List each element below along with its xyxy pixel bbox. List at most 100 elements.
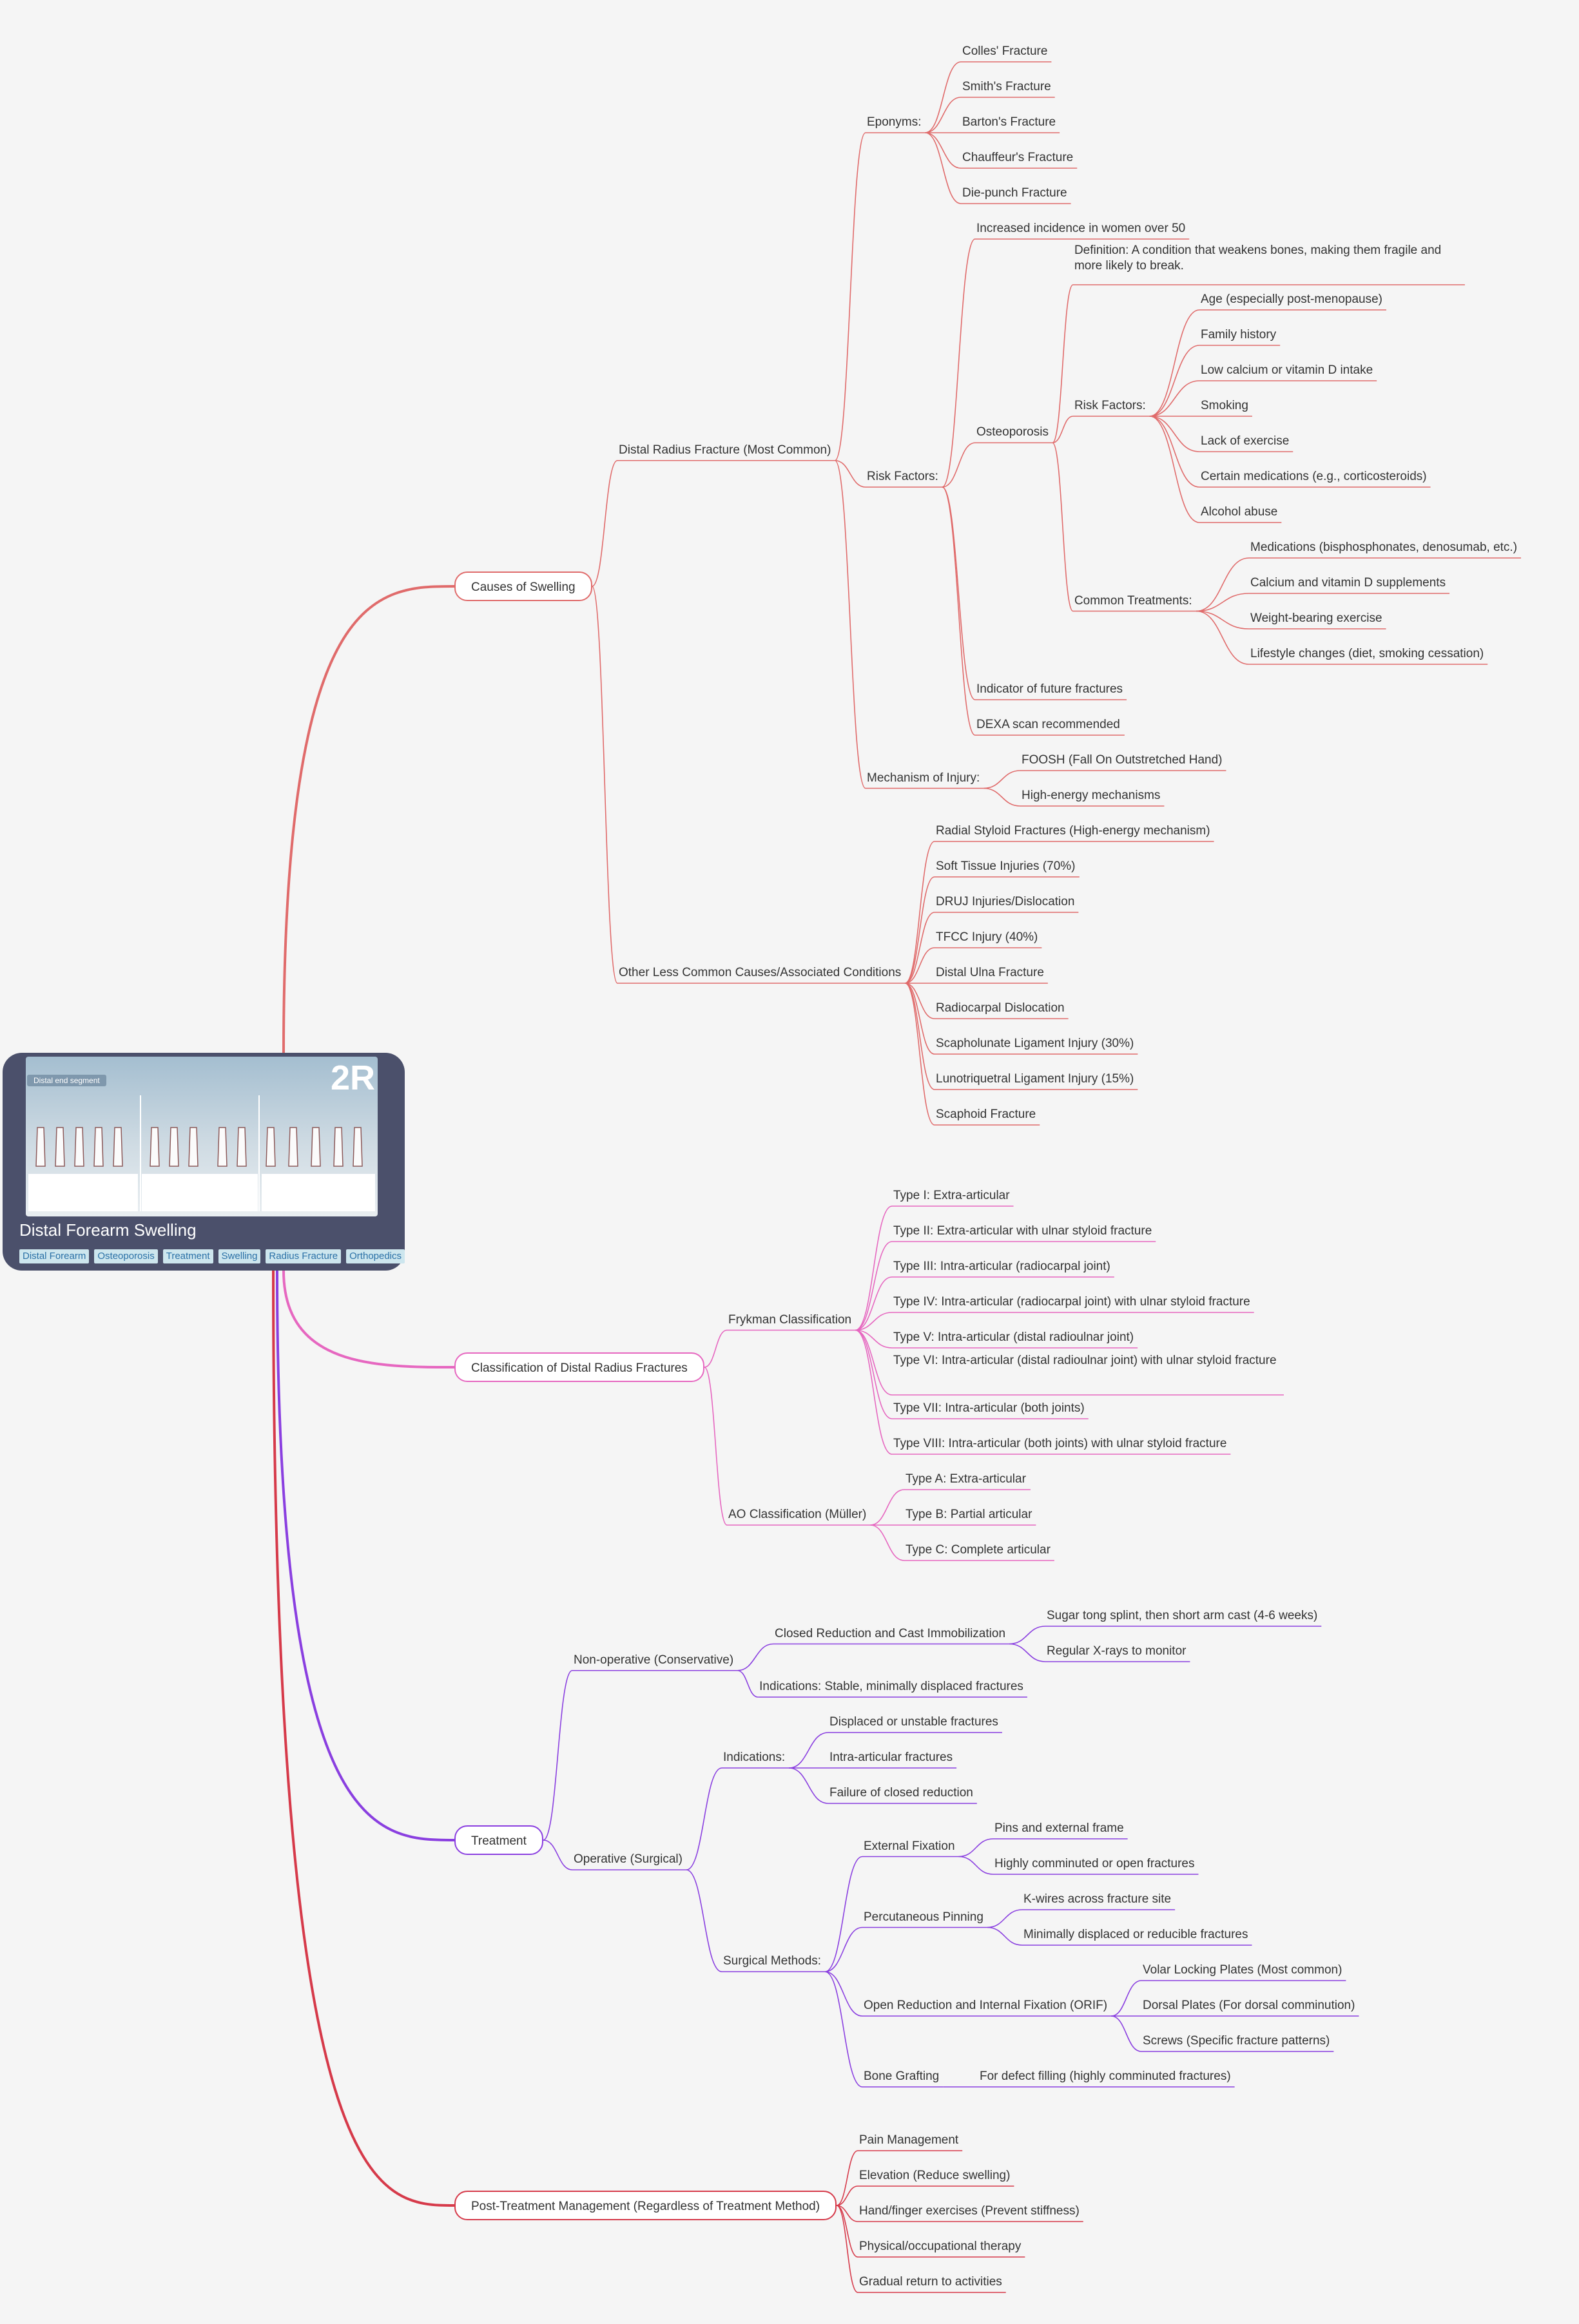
link-type-a-extra-articular <box>870 1489 905 1526</box>
node-scapholunate-ligament-injury-30[interactable]: Scapholunate Ligament Injury (30%) <box>936 1037 1134 1050</box>
node-lunotriquetral-ligament-injury-15[interactable]: Lunotriquetral Ligament Injury (15%) <box>936 1072 1134 1086</box>
node-smith-s-fracture[interactable]: Smith's Fracture <box>962 80 1051 93</box>
node-other-less-common-causes-associated-cond[interactable]: Other Less Common Causes/Associated Cond… <box>619 966 902 979</box>
node-gradual-return-to-activities[interactable]: Gradual return to activities <box>859 2275 1002 2289</box>
node-family-history[interactable]: Family history <box>1201 328 1277 341</box>
node-type-iii-intra-articular-radiocarpal-joi[interactable]: Type III: Intra-articular (radiocarpal j… <box>893 1260 1110 1273</box>
image-logo: 2R <box>330 1059 375 1097</box>
node-sugar-tong-splint-then-short-arm-cast-4-[interactable]: Sugar tong splint, then short arm cast (… <box>1047 1609 1318 1622</box>
node-causes-of-swelling[interactable]: Causes of Swelling <box>454 571 592 601</box>
node-type-vii-intra-articular-both-joints[interactable]: Type VII: Intra-articular (both joints) <box>893 1401 1085 1415</box>
tag-3[interactable]: Swelling <box>218 1249 261 1263</box>
node-radial-styloid-fractures-high-energy-mec[interactable]: Radial Styloid Fractures (High-energy me… <box>936 824 1210 838</box>
node-alcohol-abuse[interactable]: Alcohol abuse <box>1201 505 1278 519</box>
node-screws-specific-fracture-patterns[interactable]: Screws (Specific fracture patterns) <box>1143 2034 1330 2048</box>
node-scaphoid-fracture[interactable]: Scaphoid Fracture <box>936 1108 1036 1121</box>
node-indications[interactable]: Indications: <box>723 1751 786 1764</box>
node-lifestyle-changes-diet-smoking-cessation[interactable]: Lifestyle changes (diet, smoking cessati… <box>1250 647 1484 660</box>
node-surgical-methods[interactable]: Surgical Methods: <box>723 1954 822 1968</box>
link-type-viii-intra-articular-both-joints-wi <box>855 1329 893 1455</box>
tag-1[interactable]: Osteoporosis <box>94 1249 158 1263</box>
node-weight-bearing-exercise[interactable]: Weight-bearing exercise <box>1250 611 1382 625</box>
node-hand-finger-exercises-prevent-stiffness[interactable]: Hand/finger exercises (Prevent stiffness… <box>859 2204 1080 2218</box>
link-colles-fracture <box>925 61 962 133</box>
node-open-reduction-and-internal-fixation-ori[interactable]: Open Reduction and Internal Fixation (OR… <box>864 1999 1108 2012</box>
node-k-wires-across-fracture-site[interactable]: K-wires across fracture site <box>1023 1892 1172 1906</box>
node-dexa-scan-recommended[interactable]: DEXA scan recommended <box>976 718 1120 731</box>
node-barton-s-fracture[interactable]: Barton's Fracture <box>962 115 1056 129</box>
node-pins-and-external-frame[interactable]: Pins and external frame <box>994 1821 1124 1835</box>
node-failure-of-closed-reduction[interactable]: Failure of closed reduction <box>829 1786 973 1800</box>
node-osteoporosis[interactable]: Osteoporosis <box>976 425 1049 439</box>
node-frykman-classification[interactable]: Frykman Classification <box>728 1312 852 1327</box>
node-medications-bisphosphonates-denosumab-et[interactable]: Medications (bisphosphonates, denosumab,… <box>1250 541 1518 554</box>
node-type-c-complete-articular[interactable]: Type C: Complete articular <box>906 1543 1051 1557</box>
node-highly-comminuted-or-open-fractures[interactable]: Highly comminuted or open fractures <box>994 1857 1195 1870</box>
node-regular-x-rays-to-monitor[interactable]: Regular X-rays to monitor <box>1047 1644 1187 1658</box>
node-chauffeur-s-fracture[interactable]: Chauffeur's Fracture <box>962 151 1074 164</box>
link-dexa-scan-recommended <box>942 486 976 736</box>
node-for-defect-filling-highly-comminuted-fra[interactable]: For defect filling (highly comminuted fr… <box>980 2070 1231 2083</box>
node-dorsal-plates-for-dorsal-comminution[interactable]: Dorsal Plates (For dorsal comminution) <box>1143 1999 1355 2012</box>
node-closed-reduction-and-cast-immobilization[interactable]: Closed Reduction and Cast Immobilization <box>775 1626 1006 1640</box>
node-type-viii-intra-articular-both-joints-wi[interactable]: Type VIII: Intra-articular (both joints)… <box>893 1437 1227 1450</box>
node-type-ii-extra-articular-with-ulnar-stylo[interactable]: Type II: Extra-articular with ulnar styl… <box>893 1224 1152 1238</box>
node-bone-grafting[interactable]: Bone Grafting <box>864 2070 940 2083</box>
node-smoking[interactable]: Smoking <box>1201 399 1248 412</box>
node-external-fixation[interactable]: External Fixation <box>864 1839 955 1853</box>
root-title: Distal Forearm Swelling <box>19 1220 197 1240</box>
node-high-energy-mechanisms[interactable]: High-energy mechanisms <box>1022 789 1161 802</box>
node-foosh-fall-on-outstretched-hand[interactable]: FOOSH (Fall On Outstretched Hand) <box>1022 753 1223 767</box>
node-distal-radius-fracture-most-common[interactable]: Distal Radius Fracture (Most Common) <box>619 443 831 457</box>
node-certain-medications-e-g-corticosteroids[interactable]: Certain medications (e.g., corticosteroi… <box>1201 470 1427 483</box>
node-common-treatments[interactable]: Common Treatments: <box>1074 593 1192 608</box>
tag-0[interactable]: Distal Forearm <box>19 1249 90 1263</box>
node-radiocarpal-dislocation[interactable]: Radiocarpal Dislocation <box>936 1001 1065 1015</box>
node-intra-articular-fractures[interactable]: Intra-articular fractures <box>829 1751 953 1764</box>
node-displaced-or-unstable-fractures[interactable]: Displaced or unstable fractures <box>829 1715 998 1729</box>
node-tfcc-injury-40[interactable]: TFCC Injury (40%) <box>936 930 1038 944</box>
node-elevation-reduce-swelling[interactable]: Elevation (Reduce swelling) <box>859 2169 1011 2182</box>
node-age-especially-post-menopause[interactable]: Age (especially post-menopause) <box>1201 293 1382 306</box>
node-classification-of-distal-radius-fracture[interactable]: Classification of Distal Radius Fracture… <box>454 1352 704 1382</box>
node-colles-fracture[interactable]: Colles' Fracture <box>962 44 1048 58</box>
tag-2[interactable]: Treatment <box>162 1249 213 1263</box>
node-increased-incidence-in-women-over-50[interactable]: Increased incidence in women over 50 <box>976 222 1186 235</box>
node-risk-factors[interactable]: Risk Factors: <box>867 470 938 483</box>
tag-4[interactable]: Radius Fracture <box>266 1249 342 1263</box>
node-type-iv-intra-articular-radiocarpal-join[interactable]: Type IV: Intra-articular (radiocarpal jo… <box>893 1295 1250 1309</box>
node-soft-tissue-injuries-70[interactable]: Soft Tissue Injuries (70%) <box>936 859 1076 873</box>
node-calcium-and-vitamin-d-supplements[interactable]: Calcium and vitamin D supplements <box>1250 576 1446 590</box>
node-lack-of-exercise[interactable]: Lack of exercise <box>1201 434 1290 448</box>
tag-5[interactable]: Orthopedics <box>346 1249 405 1263</box>
node-mechanism-of-injury[interactable]: Mechanism of Injury: <box>867 771 980 785</box>
node-minimally-displaced-or-reducible-fractur[interactable]: Minimally displaced or reducible fractur… <box>1023 1928 1248 1941</box>
fracture-classification-image: 2R Distal end segment <box>26 1057 378 1216</box>
node-low-calcium-or-vitamin-d-intake[interactable]: Low calcium or vitamin D intake <box>1201 363 1373 377</box>
node-physical-occupational-therapy[interactable]: Physical/occupational therapy <box>859 2240 1022 2253</box>
node-operative-surgical[interactable]: Operative (Surgical) <box>574 1852 683 1867</box>
node-type-vi-intra-articular-distal-radioulna[interactable]: Type VI: Intra-articular (distal radioul… <box>893 1354 1277 1367</box>
node-percutaneous-pinning[interactable]: Percutaneous Pinning <box>864 1910 983 1924</box>
node-die-punch-fracture[interactable]: Die-punch Fracture <box>962 186 1067 200</box>
link-indicator-of-future-fractures <box>942 486 976 700</box>
node-druj-injuries-dislocation[interactable]: DRUJ Injuries/Dislocation <box>936 895 1075 908</box>
node-post-treatment-management-regardless-of-[interactable]: Post-Treatment Management (Regardless of… <box>454 2191 837 2220</box>
node-indicator-of-future-fractures[interactable]: Indicator of future fractures <box>976 682 1123 696</box>
node-non-operative-conservative[interactable]: Non-operative (Conservative) <box>574 1653 734 1667</box>
node-type-a-extra-articular[interactable]: Type A: Extra-articular <box>906 1472 1026 1486</box>
node-definition-a-condition-that-weakens-bone[interactable]: Definition: A condition that weakens bon… <box>1074 244 1442 273</box>
node-volar-locking-plates-most-common[interactable]: Volar Locking Plates (Most common) <box>1143 1963 1342 1977</box>
node-treatment[interactable]: Treatment <box>454 1825 543 1855</box>
node-risk-factors[interactable]: Risk Factors: <box>1074 399 1146 412</box>
node-type-v-intra-articular-distal-radioulnar[interactable]: Type V: Intra-articular (distal radiouln… <box>893 1330 1134 1344</box>
node-distal-ulna-fracture[interactable]: Distal Ulna Fracture <box>936 966 1044 979</box>
node-eponyms[interactable]: Eponyms: <box>867 115 922 129</box>
node-type-b-partial-articular[interactable]: Type B: Partial articular <box>906 1508 1032 1521</box>
node-indications-stable-minimally-displaced-f[interactable]: Indications: Stable, minimally displaced… <box>759 1680 1023 1693</box>
root-node[interactable]: 2R Distal end segment Distal Forearm Swe… <box>3 1053 405 1271</box>
node-pain-management[interactable]: Pain Management <box>859 2133 959 2147</box>
node-type-i-extra-articular[interactable]: Type I: Extra-articular <box>893 1189 1010 1202</box>
link-weight-bearing-exercise <box>1196 610 1250 629</box>
node-ao-classification-m-ller[interactable]: AO Classification (Müller) <box>728 1508 867 1521</box>
